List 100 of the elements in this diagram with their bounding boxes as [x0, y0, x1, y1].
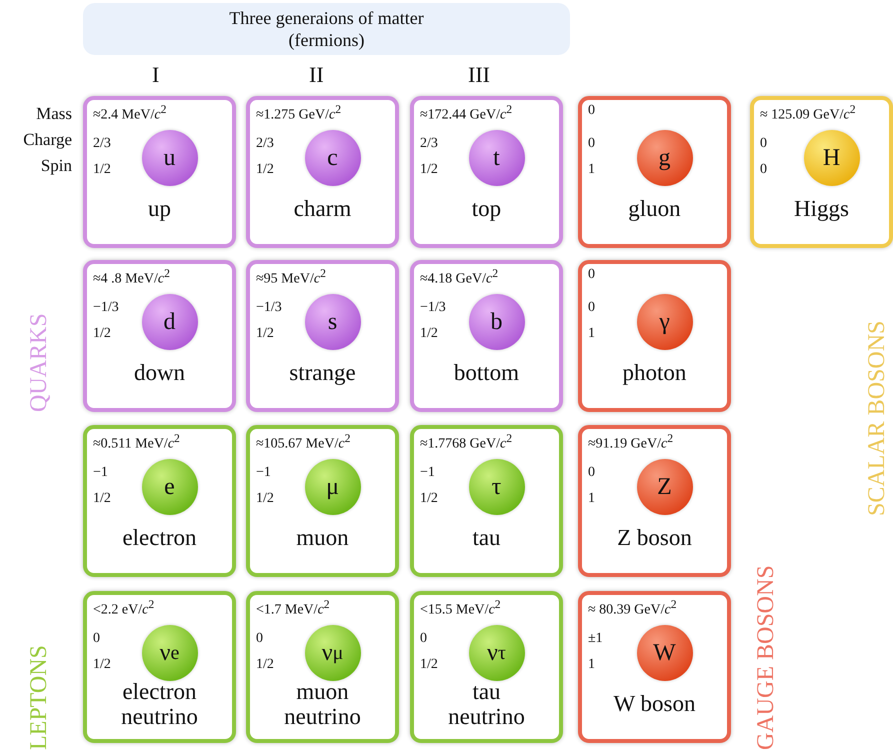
spin-value: 1 [588, 162, 595, 178]
particle-name: electron [121, 525, 198, 550]
spin-value: 1/2 [93, 326, 111, 342]
spin-value: 1/2 [256, 326, 274, 342]
mass-value: ≈0.511 MeV/c$^{2}$ [93, 432, 180, 453]
spin-value: 1/2 [93, 162, 111, 178]
spin-value: 1/2 [256, 162, 274, 178]
charge-value: 2/3 [256, 136, 274, 152]
particle-name: Z boson [616, 525, 693, 550]
particle-symbol-circle: g [636, 130, 692, 186]
particle-symbol-circle: W [636, 625, 692, 681]
particle-card [246, 260, 399, 412]
mass-value: ≈95 MeV/c$^{2}$ [256, 267, 326, 288]
row-heading: Charge [22, 130, 72, 150]
particle-name: down [132, 360, 186, 385]
particle-card [410, 591, 563, 743]
particle-symbol-circle: d [142, 294, 198, 350]
particle-symbol-circle: e [142, 459, 198, 515]
particle-symbol-circle: s [304, 294, 360, 350]
charge-value: −1 [93, 465, 108, 481]
particle-name: gluon [627, 196, 682, 221]
charge-value: 2/3 [420, 136, 438, 152]
particle-name: up [147, 196, 172, 221]
spin-value: 1 [588, 491, 595, 507]
charge-value: 0 [588, 300, 595, 316]
particle-name: strange [288, 360, 357, 385]
particle-name: electron neutrino [120, 679, 199, 729]
mass-value: ≈4 .8 MeV/c$^{2}$ [93, 267, 170, 288]
mass-value: ≈1.7768 GeV/c$^{2}$ [420, 432, 512, 453]
spin-value: 1/2 [93, 491, 111, 507]
spin-value: 1/2 [256, 491, 274, 507]
mass-value: ≈ 80.39 GeV/c$^{2}$ [588, 598, 677, 619]
charge-value: 0 [256, 631, 263, 647]
group-label: LEPTONS [26, 645, 53, 750]
particle-card [83, 96, 236, 248]
particle-name: tau [471, 525, 502, 550]
particle-name: muon neutrino [283, 679, 362, 729]
particle-name: bottom [452, 360, 520, 385]
spin-value: 1/2 [420, 326, 438, 342]
charge-value: −1 [256, 465, 271, 481]
particle-name: tau neutrino [447, 679, 526, 729]
particle-symbol-circle: γ [636, 294, 692, 350]
row-heading: Spin [40, 156, 72, 176]
spin-value: 1/2 [93, 657, 111, 673]
mass-value: <2.2 eV/c$^{2}$ [93, 598, 154, 619]
row-heading: Mass [35, 104, 72, 124]
charge-value: 0 [420, 631, 427, 647]
particle-card [246, 96, 399, 248]
mass-value: 0 [588, 103, 595, 119]
mass-value: ≈4.18 GeV/c$^{2}$ [420, 267, 498, 288]
particle-card [750, 96, 893, 248]
mass-value: ≈2.4 MeV/c$^{2}$ [93, 103, 166, 124]
particle-card [410, 260, 563, 412]
particle-card [578, 260, 731, 412]
charge-value: −1 [420, 465, 435, 481]
charge-value: −1/3 [420, 300, 446, 316]
particle-symbol-circle: μ [304, 459, 360, 515]
column-heading: II [309, 62, 324, 88]
charge-value: −1/3 [93, 300, 119, 316]
charge-value: 0 [93, 631, 100, 647]
particle-card [83, 591, 236, 743]
particle-name: charm [292, 196, 352, 221]
particle-symbol-circle: Z [636, 459, 692, 515]
spin-value: 1/2 [420, 657, 438, 673]
column-heading: I [152, 62, 160, 88]
mass-value: ≈172.44 GeV/c$^{2}$ [420, 103, 512, 124]
particle-name: photon [622, 360, 688, 385]
particle-symbol-circle: u [142, 130, 198, 186]
header-text: Three generaions of matter (fermions) [228, 7, 425, 51]
particle-symbol-circle: τ [468, 459, 524, 515]
mass-value: 0 [588, 267, 595, 283]
spin-value: 1/2 [256, 657, 274, 673]
particle-name: W boson [612, 691, 696, 716]
group-label: GAUGE BOSONS [753, 565, 780, 750]
charge-value: 2/3 [93, 136, 111, 152]
particle-card [83, 425, 236, 577]
particle-card [578, 591, 731, 743]
spin-value: 1 [588, 657, 595, 673]
group-label: SCALAR BOSONS [864, 320, 891, 516]
particle-symbol-circle: c [304, 130, 360, 186]
particle-symbol-circle: b [468, 294, 524, 350]
particle-name: muon [295, 525, 350, 550]
charge-value: 0 [760, 136, 767, 152]
particle-card [246, 591, 399, 743]
charge-value: ±1 [588, 631, 603, 647]
charge-value: 0 [588, 465, 595, 481]
group-label: QUARKS [26, 313, 53, 412]
particle-symbol-circle: t [468, 130, 524, 186]
particle-name: Higgs [793, 196, 850, 221]
particle-card [83, 260, 236, 412]
particle-symbol-circle: H [804, 130, 860, 186]
spin-value: 1/2 [420, 491, 438, 507]
particle-card [578, 425, 731, 577]
particle-card [410, 425, 563, 577]
particle-card [410, 96, 563, 248]
mass-value: ≈105.67 MeV/c$^{2}$ [256, 432, 350, 453]
particle-name: top [470, 196, 502, 221]
mass-value: <1.7 MeV/c$^{2}$ [256, 598, 330, 619]
spin-value: 1/2 [420, 162, 438, 178]
spin-value: 0 [760, 162, 767, 178]
